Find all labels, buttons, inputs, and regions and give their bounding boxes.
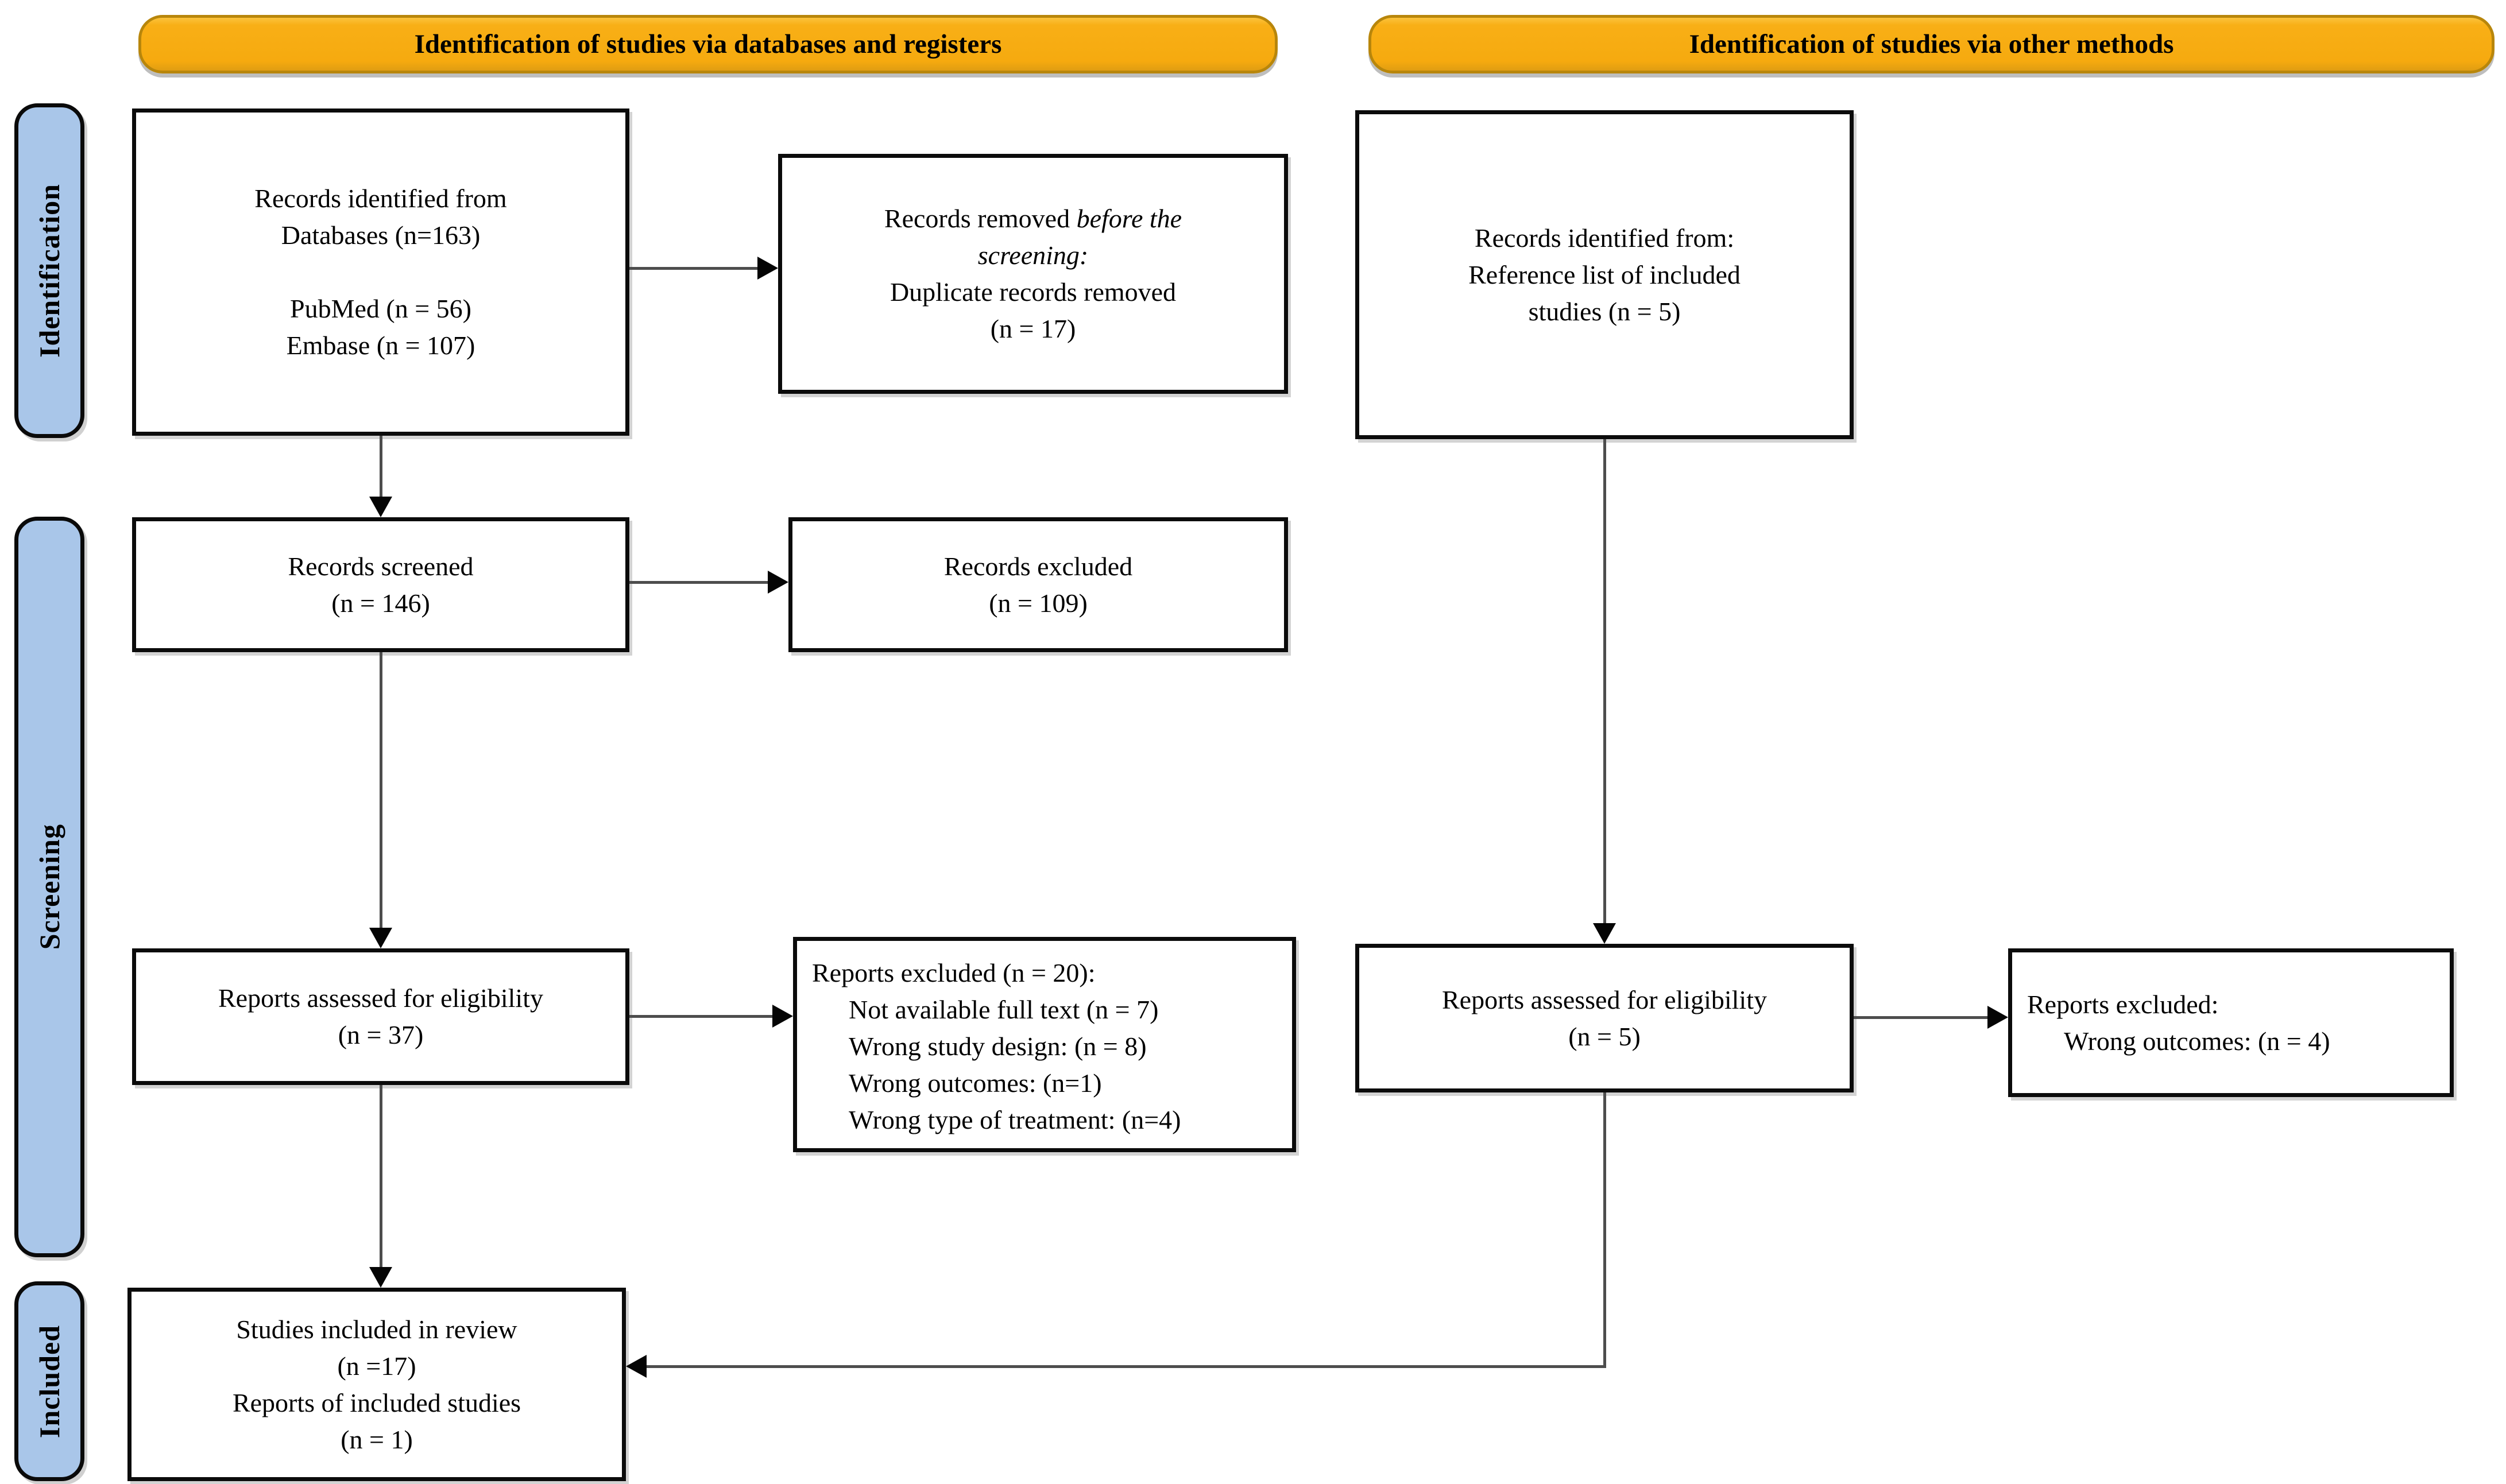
- text-line: Wrong outcomes: (n=1): [849, 1068, 1102, 1098]
- banner-databases-registers: Identification of studies via databases …: [138, 15, 1278, 73]
- stage-identification-text: Identification: [33, 184, 65, 358]
- text-line: Reports excluded:: [2027, 989, 2219, 1019]
- text-line: Reports excluded (n = 20):: [812, 958, 1096, 987]
- text-line: (n = 17): [990, 314, 1076, 343]
- text-line: Records screened: [288, 551, 474, 581]
- arrow-line-assessed-to-excluded: [629, 1015, 775, 1018]
- arrowhead-left-icon: [626, 1355, 647, 1378]
- arrow-line-screened-to-assessed: [380, 652, 382, 930]
- arrow-line-other-assessed-to-included-horizontal: [647, 1365, 1606, 1368]
- text-line: Reference list of included: [1468, 259, 1741, 289]
- arrowhead-right-icon: [757, 257, 778, 280]
- text-line: Embase (n = 107): [286, 331, 475, 360]
- box-reports-assessed-other: Reports assessed for eligibility (n = 5): [1355, 944, 1854, 1092]
- banner-databases-label: Identification of studies via databases …: [414, 29, 1002, 59]
- arrow-line-assessed-to-included: [380, 1085, 382, 1269]
- box-records-removed-before-screening: Records removed before the screening: Du…: [778, 154, 1288, 394]
- text-line: studies (n = 5): [1528, 296, 1681, 326]
- text-line: screening:: [782, 237, 1284, 274]
- text-line: Records identified from:: [1474, 223, 1735, 253]
- arrow-line-identified-to-screened: [380, 436, 382, 499]
- box-records-identified-other: Records identified from: Reference list …: [1355, 110, 1854, 439]
- text-line: Wrong type of treatment: (n=4): [849, 1105, 1181, 1134]
- box-reports-assessed-databases: Reports assessed for eligibility (n = 37…: [132, 948, 629, 1085]
- stage-screening-text: Screening: [33, 824, 65, 950]
- box-reports-excluded-databases: Reports excluded (n = 20): Not available…: [793, 937, 1296, 1152]
- box-records-excluded: Records excluded (n = 109): [788, 517, 1288, 652]
- text-line: Duplicate records removed: [890, 277, 1177, 307]
- box-studies-included: Studies included in review (n =17) Repor…: [127, 1288, 626, 1481]
- arrow-line-identified-to-removed: [629, 267, 760, 270]
- text-line: Databases (n=163): [281, 220, 481, 250]
- banner-other-methods: Identification of studies via other meth…: [1368, 15, 2495, 73]
- box-records-identified-databases: Records identified from Databases (n=163…: [132, 109, 629, 436]
- text-line: PubMed (n = 56): [290, 294, 471, 323]
- arrowhead-down-icon: [369, 1267, 392, 1288]
- text-line: (n = 37): [338, 1020, 424, 1049]
- text-line: (n = 5): [1568, 1021, 1641, 1051]
- text-line: (n =17): [337, 1351, 416, 1381]
- text-line: Studies included in review: [236, 1314, 517, 1344]
- arrowhead-down-icon: [369, 928, 392, 948]
- text-line: [136, 254, 625, 290]
- text-line: Wrong outcomes: (n = 4): [2064, 1026, 2330, 1056]
- box-reports-excluded-other: Reports excluded: Wrong outcomes: (n = 4…: [2008, 948, 2454, 1097]
- arrowhead-right-icon: [1987, 1006, 2008, 1029]
- arrow-line-other-assessed-to-excluded: [1854, 1016, 1990, 1019]
- text-line: Wrong study design: (n = 8): [849, 1032, 1147, 1061]
- arrowhead-down-icon: [1593, 923, 1616, 944]
- arrowhead-right-icon: [768, 571, 788, 594]
- text-line: Records excluded: [943, 551, 1133, 581]
- arrow-line-other-identified-to-assessed: [1603, 439, 1606, 925]
- text-line: Reports assessed for eligibility: [218, 983, 543, 1013]
- arrowhead-right-icon: [772, 1005, 793, 1028]
- text-line: Records removed before the: [782, 200, 1284, 237]
- banner-other-methods-label: Identification of studies via other meth…: [1689, 29, 2174, 59]
- text-line: Records identified from: [254, 184, 507, 213]
- arrow-line-other-assessed-to-included-vertical: [1603, 1092, 1606, 1368]
- stage-label-screening: Screening: [14, 517, 84, 1257]
- text-segment-italic: screening:: [977, 241, 1089, 270]
- text-segment: Records removed: [884, 204, 1077, 233]
- text-line: (n = 1): [341, 1424, 413, 1454]
- stage-label-identification: Identification: [14, 103, 84, 438]
- arrowhead-down-icon: [369, 497, 392, 517]
- stage-included-text: Included: [33, 1324, 65, 1438]
- box-records-screened: Records screened (n = 146): [132, 517, 629, 652]
- text-line: (n = 146): [331, 588, 430, 618]
- text-segment-italic: before the: [1076, 204, 1182, 233]
- text-line: (n = 109): [989, 588, 1088, 618]
- text-line: Reports of included studies: [232, 1388, 521, 1417]
- arrow-line-screened-to-excluded: [629, 581, 770, 584]
- text-line: Not available full text (n = 7): [849, 995, 1159, 1024]
- text-line: Reports assessed for eligibility: [1442, 985, 1767, 1014]
- stage-label-included: Included: [14, 1281, 84, 1481]
